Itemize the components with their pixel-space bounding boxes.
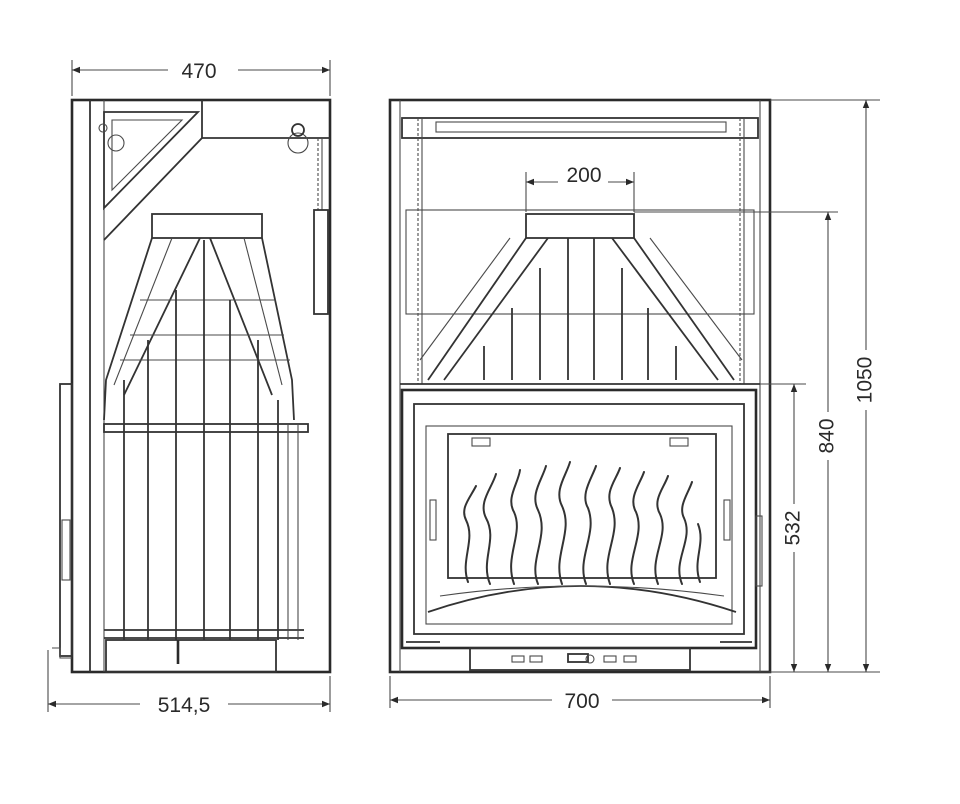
hood-height-label: 840: [816, 418, 839, 453]
front-width-label: 700: [564, 690, 599, 713]
side-bottom-width-label: 514,5: [158, 694, 211, 717]
side-top-width-label: 470: [181, 60, 216, 83]
side-view: [52, 98, 332, 674]
side-dimensions: 470 514,5: [47, 60, 331, 717]
door-height-label: 532: [782, 510, 805, 545]
gear-icon: [107, 123, 309, 154]
front-flue-width-label: 200: [566, 164, 601, 187]
flame-icon: [463, 461, 702, 585]
total-height-label: 1050: [854, 357, 877, 404]
front-dimensions: 200 700 1050 840 532: [389, 99, 880, 713]
front-view: [388, 98, 772, 674]
